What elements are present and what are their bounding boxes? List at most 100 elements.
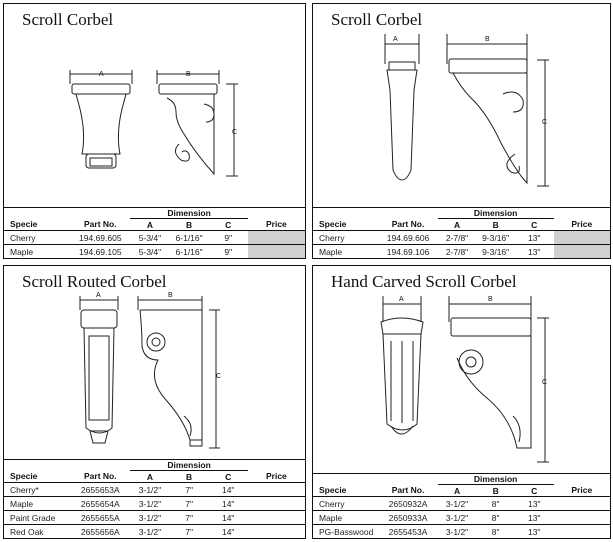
dimension-label: B: [485, 36, 490, 43]
price-cell: [247, 510, 305, 525]
cell: 5-3/4": [130, 244, 170, 258]
cell: Cherry*: [4, 482, 71, 497]
cell: 14": [208, 482, 248, 497]
cell: 2655653A: [70, 482, 131, 497]
price-cell: [553, 230, 610, 245]
col-part-no: Part No.: [84, 471, 117, 482]
cell: PG-Basswood: [313, 524, 379, 538]
cell: 194.69.106: [378, 244, 438, 258]
col-b: B: [186, 471, 193, 482]
corbel-illustration: A B C: [69, 70, 238, 177]
cell: 2655453A: [378, 524, 438, 538]
cell: 3-1/2": [130, 524, 170, 538]
cell: 5-3/4": [130, 230, 170, 245]
product-title: Scroll Corbel: [331, 10, 423, 29]
dimension-label: B: [186, 71, 191, 78]
dimension-header: Dimension: [437, 207, 554, 219]
cell: 8": [476, 510, 515, 525]
dimension-label: B: [488, 296, 493, 303]
price-cell: [553, 524, 610, 538]
cell: Maple: [4, 244, 71, 258]
product-title: Scroll Routed Corbel: [22, 272, 167, 291]
price-cell: [247, 230, 305, 245]
cell: Cherry: [4, 230, 71, 245]
dimension-header: Dimension: [130, 207, 248, 219]
col-a: A: [453, 485, 461, 496]
col-b: B: [492, 485, 499, 496]
col-specie: Specie: [319, 485, 347, 496]
cell: Paint Grade: [4, 510, 71, 525]
dimension-label: C: [216, 373, 221, 380]
dimension-label: C: [232, 129, 237, 136]
price-cell: [247, 524, 305, 538]
dimension-header: Dimension: [437, 473, 554, 485]
dimension-label: A: [99, 71, 104, 78]
cell: 14": [208, 496, 248, 511]
cell: 2655654A: [70, 496, 131, 511]
cell: 9-3/16": [476, 244, 515, 258]
dimension-label: C: [542, 119, 547, 126]
cell: Red Oak: [4, 524, 71, 538]
cell: 2655655A: [70, 510, 131, 525]
cell: 9": [208, 230, 248, 245]
price-cell: [553, 496, 610, 511]
cell: 194.69.105: [70, 244, 131, 258]
dimension-label: A: [96, 292, 101, 299]
cell: 8": [476, 524, 515, 538]
col-price: Price: [265, 471, 287, 482]
col-part-no: Part No.: [391, 219, 425, 230]
col-specie: Specie: [10, 219, 38, 230]
cell: 3-1/2": [437, 524, 477, 538]
col-b: B: [186, 219, 193, 230]
cell: 13": [514, 524, 554, 538]
price-cell: [247, 244, 305, 258]
cell: Cherry: [313, 230, 379, 245]
col-specie: Specie: [10, 471, 38, 482]
cell: Cherry: [313, 496, 379, 511]
price-cell: [553, 244, 610, 258]
col-a: A: [453, 219, 461, 230]
cell: 13": [514, 244, 554, 258]
product-panel-scroll-corbel-2: Scroll Corbel A B C Dimension Specie Part …: [312, 3, 611, 259]
cell: 2650932A: [378, 496, 438, 511]
cell: 2650933A: [378, 510, 438, 525]
col-c: C: [225, 219, 232, 230]
cell: 3-1/2": [437, 510, 477, 525]
col-specie: Specie: [319, 219, 347, 230]
dimension-label: A: [393, 36, 398, 43]
col-b: B: [492, 219, 499, 230]
cell: 3-1/2": [130, 482, 170, 497]
cell: 194.69.606: [378, 230, 438, 245]
col-part-no: Part No.: [84, 219, 117, 230]
cell: 14": [208, 524, 248, 538]
cell: 13": [514, 496, 554, 511]
col-a: A: [146, 219, 154, 230]
col-c: C: [531, 485, 538, 496]
cell: 8": [476, 496, 515, 511]
corbel-illustration: A B C: [384, 34, 549, 187]
cell: 3-1/2": [130, 496, 170, 511]
cell: 2-7/8": [437, 230, 477, 245]
cell: Maple: [313, 510, 379, 525]
cell: 7": [169, 510, 209, 525]
col-c: C: [225, 471, 232, 482]
col-c: C: [531, 219, 538, 230]
product-title: Scroll Corbel: [22, 10, 114, 29]
cell: Maple: [313, 244, 379, 258]
product-title: Hand Carved Scroll Corbel: [331, 272, 517, 291]
